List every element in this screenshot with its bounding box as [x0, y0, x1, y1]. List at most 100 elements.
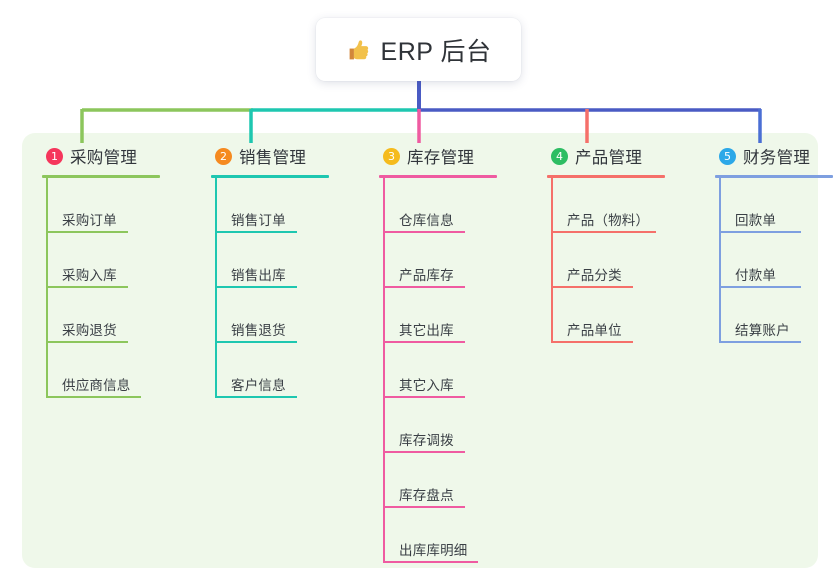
leaf-underline: [215, 396, 297, 398]
branch-trunk-2: [215, 178, 217, 398]
leaf-underline: [46, 396, 141, 398]
leaf-label: 产品库存: [399, 268, 454, 283]
branch-trunk-1: [46, 178, 48, 398]
branch-column-2[interactable]: 2 销售管理销售订单销售出库销售退货客户信息: [199, 144, 367, 398]
leaf-label: 库存调拨: [399, 433, 454, 448]
leaf-underline: [46, 286, 128, 288]
leaf-node[interactable]: 采购入库: [30, 233, 198, 288]
leaf-underline: [719, 231, 801, 233]
leaf-underline: [551, 231, 656, 233]
leaf-node[interactable]: 销售退货: [199, 288, 367, 343]
branch-trunk-5: [719, 178, 721, 343]
branches-panel: [22, 133, 818, 568]
branch-underline-1: [42, 175, 160, 178]
branch-title-2: 销售管理: [239, 149, 307, 167]
thumbs-up-icon: [346, 37, 372, 63]
branch-header-5[interactable]: 5 财务管理: [703, 144, 833, 168]
branch-title-3: 库存管理: [407, 149, 475, 167]
branch-items-3: 仓库信息产品库存其它出库其它入库库存调拨库存盘点出库库明细: [367, 178, 535, 563]
leaf-node[interactable]: 其它入库: [367, 343, 535, 398]
leaf-label: 其它出库: [399, 323, 454, 338]
leaf-underline: [383, 396, 465, 398]
leaf-label: 销售订单: [231, 213, 286, 228]
leaf-label: 采购入库: [62, 268, 117, 283]
leaf-node[interactable]: 出库库明细: [367, 508, 535, 563]
leaf-label: 仓库信息: [399, 213, 454, 228]
leaf-label: 库存盘点: [399, 488, 454, 503]
branch-header-2[interactable]: 2 销售管理: [199, 144, 367, 168]
leaf-underline: [719, 341, 801, 343]
leaf-label: 销售出库: [231, 268, 286, 283]
leaf-label: 产品分类: [567, 268, 622, 283]
branch-column-3[interactable]: 3 库存管理仓库信息产品库存其它出库其它入库库存调拨库存盘点出库库明细: [367, 144, 535, 563]
root-node[interactable]: ERP 后台: [316, 18, 521, 81]
leaf-node[interactable]: 库存调拨: [367, 398, 535, 453]
branch-items-4: 产品（物料） 产品分类产品单位: [535, 178, 703, 343]
leaf-node[interactable]: 供应商信息: [30, 343, 198, 398]
branch-badge-5: 5: [719, 147, 736, 165]
leaf-label: 产品单位: [567, 323, 622, 338]
branch-title-1: 采购管理: [70, 149, 138, 167]
leaf-underline: [719, 286, 801, 288]
leaf-node[interactable]: 产品（物料）: [535, 178, 703, 233]
leaf-underline: [383, 506, 465, 508]
branch-underline-5: [715, 175, 833, 178]
leaf-label: 付款单: [735, 268, 777, 283]
branch-items-5: 回款单付款单结算账户: [703, 178, 833, 343]
branch-underline-4: [547, 175, 665, 178]
branch-column-1[interactable]: 1 采购管理采购订单采购入库采购退货供应商信息: [30, 144, 198, 398]
branch-trunk-3: [383, 178, 385, 563]
leaf-node[interactable]: 销售订单: [199, 178, 367, 233]
branch-title-4: 产品管理: [575, 149, 643, 167]
leaf-label: 供应商信息: [62, 378, 131, 393]
leaf-node[interactable]: 仓库信息: [367, 178, 535, 233]
leaf-node[interactable]: 回款单: [703, 178, 833, 233]
leaf-label: 出库库明细: [399, 543, 468, 558]
leaf-underline: [46, 231, 128, 233]
branch-trunk-4: [551, 178, 553, 343]
leaf-node[interactable]: 产品分类: [535, 233, 703, 288]
branch-items-1: 采购订单采购入库采购退货供应商信息: [30, 178, 198, 398]
leaf-node[interactable]: 库存盘点: [367, 453, 535, 508]
leaf-node[interactable]: 产品单位: [535, 288, 703, 343]
leaf-node[interactable]: 付款单: [703, 233, 833, 288]
leaf-node[interactable]: 销售出库: [199, 233, 367, 288]
leaf-node[interactable]: 其它出库: [367, 288, 535, 343]
leaf-underline: [215, 286, 297, 288]
branch-badge-1: 1: [46, 147, 63, 165]
branch-title-5: 财务管理: [743, 149, 811, 167]
leaf-underline: [383, 341, 465, 343]
branch-column-5[interactable]: 5 财务管理回款单付款单结算账户: [703, 144, 833, 343]
leaf-node[interactable]: 产品库存: [367, 233, 535, 288]
root-title: ERP 后台: [380, 37, 492, 66]
leaf-underline: [383, 451, 465, 453]
leaf-label: 结算账户: [735, 323, 790, 338]
leaf-node[interactable]: 结算账户: [703, 288, 833, 343]
branch-badge-3: 3: [383, 147, 400, 165]
leaf-underline: [551, 286, 633, 288]
branch-badge-2: 2: [215, 147, 232, 165]
leaf-underline: [383, 286, 465, 288]
leaf-underline: [215, 341, 297, 343]
leaf-underline: [551, 341, 633, 343]
leaf-underline: [383, 561, 478, 563]
branch-header-1[interactable]: 1 采购管理: [30, 144, 198, 168]
leaf-label: 产品（物料）: [567, 213, 650, 228]
branch-underline-2: [211, 175, 329, 178]
leaf-node[interactable]: 采购订单: [30, 178, 198, 233]
branch-underline-3: [379, 175, 497, 178]
leaf-node[interactable]: 采购退货: [30, 288, 198, 343]
leaf-label: 销售退货: [231, 323, 286, 338]
leaf-node[interactable]: 客户信息: [199, 343, 367, 398]
branch-items-2: 销售订单销售出库销售退货客户信息: [199, 178, 367, 398]
leaf-underline: [383, 231, 465, 233]
leaf-underline: [46, 341, 128, 343]
branch-header-3[interactable]: 3 库存管理: [367, 144, 535, 168]
leaf-label: 采购退货: [62, 323, 117, 338]
leaf-label: 采购订单: [62, 213, 117, 228]
leaf-label: 回款单: [735, 213, 777, 228]
